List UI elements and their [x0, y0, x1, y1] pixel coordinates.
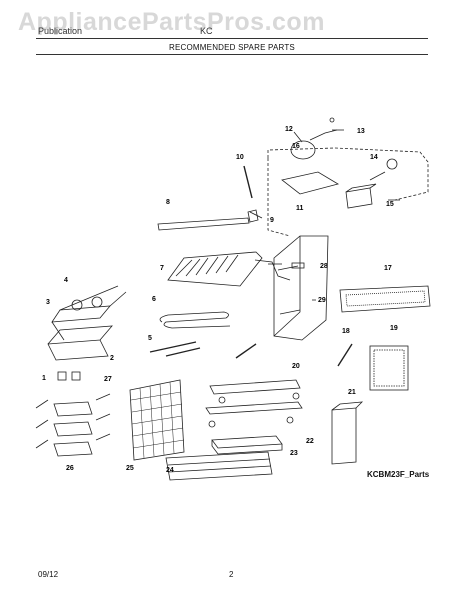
callout-13: 13: [357, 128, 365, 135]
callout-15: 15: [386, 201, 394, 208]
header-rule: [36, 38, 428, 39]
control-box: [345, 183, 377, 209]
callout-5: 5: [148, 335, 152, 342]
callout-14: 14: [370, 154, 378, 161]
callout-9: 9: [270, 217, 274, 224]
grid-panel: [129, 379, 185, 461]
callout-7: 7: [160, 265, 164, 272]
rack-middle: [53, 421, 93, 437]
base-plate: [281, 171, 340, 195]
callout-10: 10: [236, 154, 244, 161]
bracket-28: [291, 262, 305, 269]
drawer-2: [47, 325, 113, 361]
callout-3: 3: [46, 299, 50, 306]
callout-12: 12: [285, 126, 293, 133]
fan-motor: [386, 158, 398, 170]
header-rule-bottom: [36, 54, 428, 55]
callout-4: 4: [64, 277, 68, 284]
callout-19: 19: [390, 325, 398, 332]
callout-1: 1: [42, 375, 46, 382]
door-gasket: [369, 345, 409, 391]
callout-2: 2: [110, 355, 114, 362]
watermark-logo: AppliancePartsPros.com: [18, 8, 325, 36]
header-category: Publication: [38, 26, 83, 36]
callout-21: 21: [348, 389, 356, 396]
callout-22: 22: [306, 438, 314, 445]
rack-upper: [53, 401, 93, 417]
diagram-code: KCBM23F_Parts: [367, 470, 430, 479]
base-24: [165, 451, 273, 481]
callout-28: 28: [320, 263, 328, 270]
callout-23: 23: [290, 450, 298, 457]
callout-27: 27: [104, 376, 112, 383]
callout-17: 17: [384, 265, 392, 272]
compressor: [290, 140, 316, 160]
callout-20: 20: [292, 363, 300, 370]
cabinet-liner: [273, 235, 329, 341]
grille: [339, 285, 431, 313]
page-title: RECOMMENDED SPARE PARTS: [169, 43, 295, 52]
heater-coil: [159, 311, 231, 329]
tray-23: [211, 435, 283, 455]
footer-date: 09/12: [38, 570, 59, 579]
tubing-loop: [267, 147, 429, 201]
callout-16: 16: [292, 143, 300, 150]
callout-29: 29: [318, 297, 326, 304]
shelf-20: [209, 379, 301, 395]
strip-8: [157, 217, 250, 231]
door-panel: [331, 407, 357, 465]
header-model: KC: [200, 26, 213, 36]
evaporator: [167, 251, 263, 287]
callout-18: 18: [342, 328, 350, 335]
callout-6: 6: [152, 296, 156, 303]
callout-26: 26: [66, 465, 74, 472]
rack-lower: [53, 441, 93, 457]
callout-11: 11: [296, 205, 304, 212]
footer-page-number: 2: [229, 570, 234, 579]
callout-24: 24: [166, 467, 174, 474]
callout-8: 8: [166, 199, 170, 206]
callout-25: 25: [126, 465, 134, 472]
